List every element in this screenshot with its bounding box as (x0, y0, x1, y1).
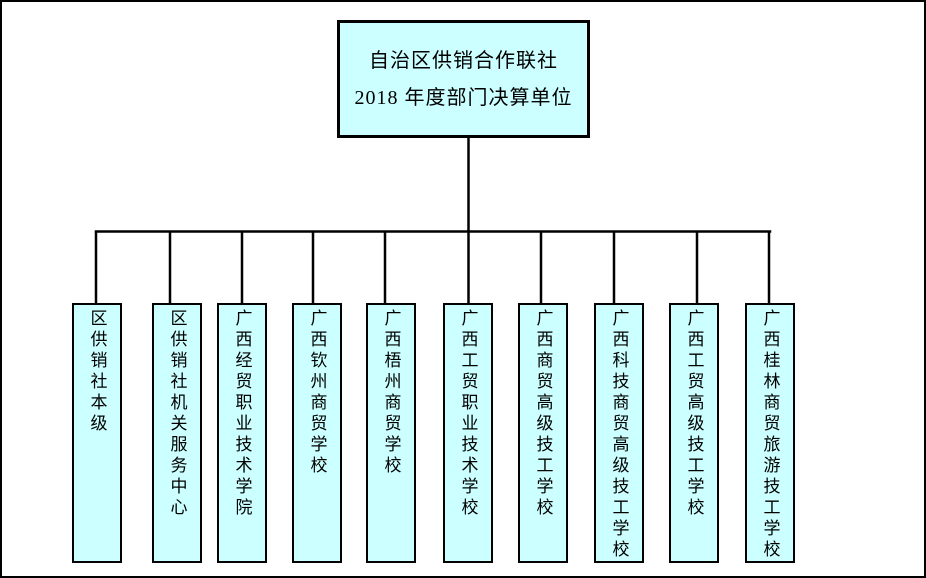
child-node-label: 区供销社机关服务中心 (167, 309, 187, 519)
child-node: 广西科技商贸高级技工学校 (594, 303, 644, 563)
child-node-label: 广西科技商贸高级技工学校 (609, 309, 629, 561)
child-node-label: 广西工贸职业技术学校 (458, 309, 478, 519)
child-node: 广西梧州商贸学校 (366, 303, 416, 563)
child-node: 广西工贸职业技术学校 (443, 303, 493, 563)
child-node-label: 广西梧州商贸学校 (381, 309, 401, 477)
child-node: 广西经贸职业技术学院 (217, 303, 267, 563)
child-node-label: 广西商贸高级技工学校 (533, 309, 553, 519)
child-node-label: 广西钦州商贸学校 (307, 309, 327, 477)
child-node: 区供销社本级 (72, 303, 122, 563)
child-node: 广西桂林商贸旅游技工学校 (745, 303, 795, 563)
child-node: 广西钦州商贸学校 (292, 303, 342, 563)
child-node-label: 广西桂林商贸旅游技工学校 (760, 309, 780, 561)
child-node-label: 广西工贸高级技工学校 (684, 309, 704, 519)
child-node: 区供销社机关服务中心 (152, 303, 202, 563)
child-node-label: 区供销社本级 (87, 309, 107, 435)
child-node: 广西工贸高级技工学校 (669, 303, 719, 563)
root-node-title-line2: 2018 年度部门决算单位 (354, 86, 573, 109)
child-node: 广西商贸高级技工学校 (518, 303, 568, 563)
root-node-title-line1: 自治区供销合作联社 (369, 49, 558, 72)
root-node: 自治区供销合作联社 2018 年度部门决算单位 (337, 20, 590, 138)
child-node-label: 广西经贸职业技术学院 (232, 309, 252, 519)
